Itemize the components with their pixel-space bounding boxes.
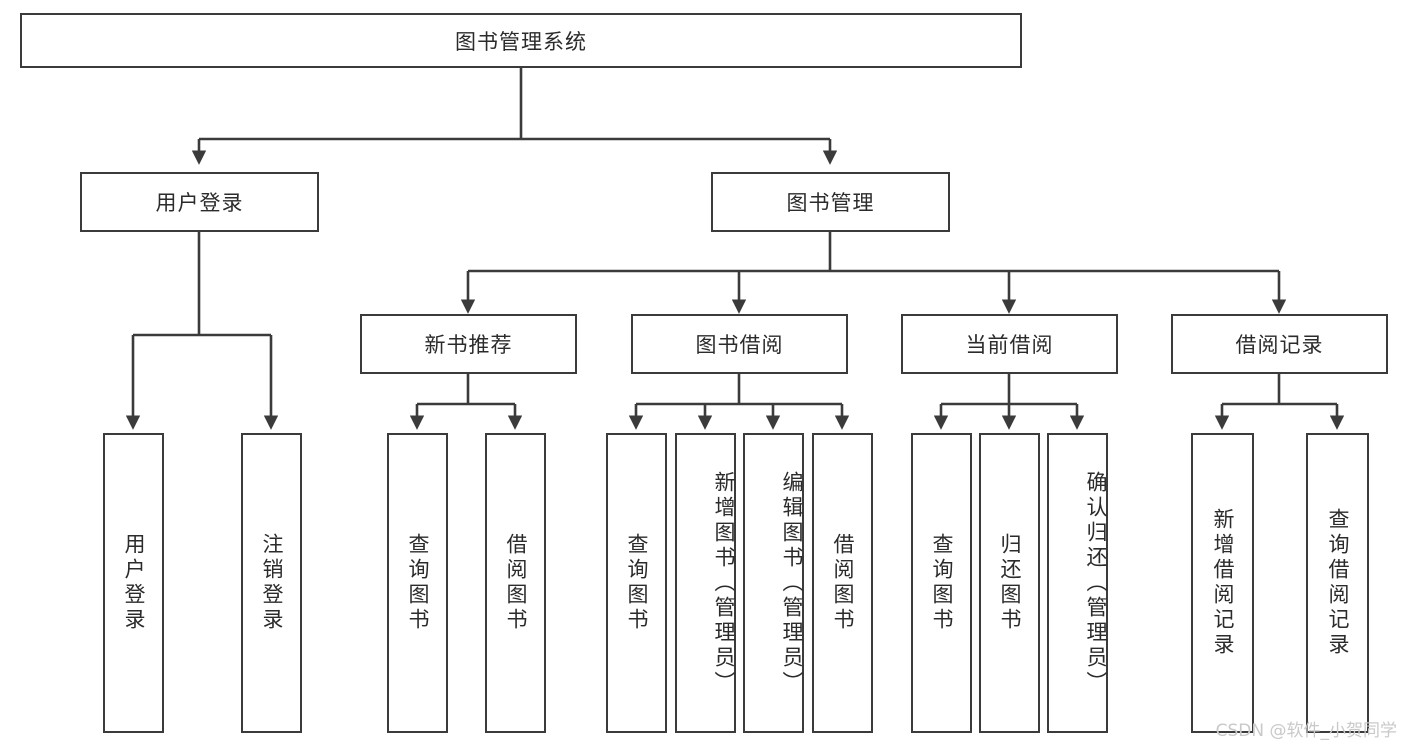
leaf-add-borrow-record[interactable]: 新增借阅记录 (1191, 433, 1254, 733)
node-book-borrow[interactable]: 图书借阅 (631, 314, 848, 374)
leaf-query-book-current[interactable]: 查询图书 (911, 433, 972, 733)
leaf-user-login[interactable]: 用户登录 (103, 433, 164, 733)
node-label: 新增图书（管理员） (712, 470, 736, 696)
node-label: 查询图书 (406, 533, 430, 633)
node-label: 图书管理系统 (455, 29, 587, 54)
leaf-edit-book-admin[interactable]: 编辑图书（管理员） (743, 433, 804, 733)
node-label: 借阅记录 (1235, 333, 1324, 357)
node-label: 图书借阅 (695, 333, 784, 357)
node-label: 确认归还（管理员） (1084, 470, 1108, 696)
node-label: 归还图书 (998, 533, 1022, 633)
leaf-query-book-recommend[interactable]: 查询图书 (387, 433, 448, 733)
node-label: 借阅图书 (831, 533, 855, 633)
node-new-book-recommend[interactable]: 新书推荐 (360, 314, 577, 374)
node-label: 查询图书 (625, 533, 649, 633)
leaf-query-book-borrow[interactable]: 查询图书 (606, 433, 667, 733)
leaf-logout[interactable]: 注销登录 (241, 433, 302, 733)
leaf-add-book-admin[interactable]: 新增图书（管理员） (675, 433, 736, 733)
node-root-system[interactable]: 图书管理系统 (20, 13, 1022, 68)
node-label: 新增借阅记录 (1211, 508, 1235, 658)
node-current-borrow[interactable]: 当前借阅 (901, 314, 1118, 374)
node-label: 编辑图书（管理员） (780, 470, 804, 696)
node-label: 查询借阅记录 (1326, 508, 1350, 658)
node-user-login[interactable]: 用户登录 (80, 172, 319, 232)
leaf-query-borrow-record[interactable]: 查询借阅记录 (1306, 433, 1369, 733)
leaf-borrow-book[interactable]: 借阅图书 (812, 433, 873, 733)
node-label: 用户登录 (122, 533, 146, 633)
node-label: 新书推荐 (424, 333, 513, 357)
node-label: 图书管理 (786, 191, 875, 215)
node-label: 用户登录 (155, 191, 244, 215)
node-book-management[interactable]: 图书管理 (711, 172, 950, 232)
node-borrow-record[interactable]: 借阅记录 (1171, 314, 1388, 374)
leaf-borrow-book-recommend[interactable]: 借阅图书 (485, 433, 546, 733)
node-label: 注销登录 (260, 533, 284, 633)
watermark-text: CSDN @软件_小贺同学 (1215, 721, 1397, 741)
node-label: 当前借阅 (965, 333, 1054, 357)
leaf-confirm-return-admin[interactable]: 确认归还（管理员） (1047, 433, 1108, 733)
leaf-return-book[interactable]: 归还图书 (979, 433, 1040, 733)
node-label: 借阅图书 (504, 533, 528, 633)
node-label: 查询图书 (930, 533, 954, 633)
